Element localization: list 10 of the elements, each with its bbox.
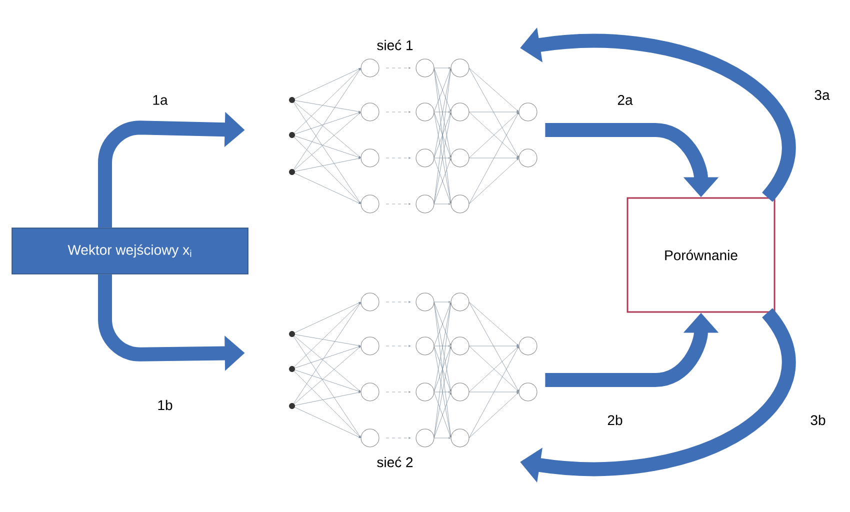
edge-label: 3a	[814, 90, 830, 100]
edge-label: 3b	[810, 414, 826, 426]
edge-label: 1b	[158, 400, 172, 410]
network-label: sieć 2	[377, 456, 413, 468]
edge-label: 2a	[618, 95, 633, 105]
network-label: sieć 1	[377, 40, 413, 50]
comparison-box: Porównanie	[626, 197, 776, 313]
edge-label: 2b	[608, 414, 622, 426]
edge-label: 1a	[153, 95, 168, 105]
input-box: Wektor wejściowy x$_{i}$	[12, 228, 248, 274]
